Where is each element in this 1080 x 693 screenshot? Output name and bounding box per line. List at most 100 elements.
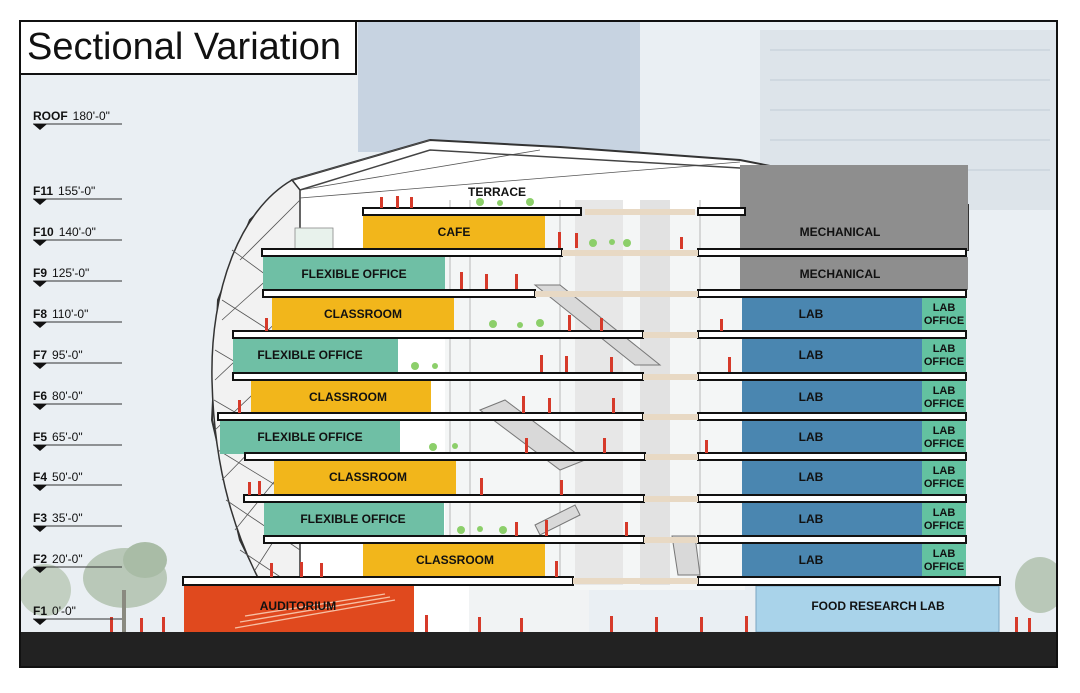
terrace-planter <box>294 227 334 251</box>
flex-office-f5-label: FLEXIBLE OFFICE <box>257 430 362 444</box>
level-label: F5 65'-0" <box>33 430 83 444</box>
level-code: F5 <box>33 430 47 444</box>
level-marker-triangle <box>33 281 47 287</box>
level-elevation: 0'-0" <box>52 604 76 618</box>
level-marker-triangle <box>33 404 47 410</box>
lab-f5-label: LAB <box>799 430 824 444</box>
lab-office-f2-room <box>922 544 966 576</box>
level-elevation: 140'-0" <box>59 225 96 239</box>
flex-office-f3-label: FLEXIBLE OFFICE <box>300 512 405 526</box>
slab-f11-left <box>362 207 582 216</box>
lab-office-line1: LAB <box>933 465 956 477</box>
level-marker-triangle <box>33 322 47 328</box>
slab-f11-right <box>697 207 746 216</box>
lab-office-line1: LAB <box>933 425 956 437</box>
level-code: F9 <box>33 266 47 280</box>
level-code: F8 <box>33 307 47 321</box>
lab-office-f5-room <box>922 421 966 454</box>
level-code: F11 <box>33 184 53 198</box>
lab-office-f4-room <box>922 461 966 494</box>
classroom-f6-label: CLASSROOM <box>309 390 387 404</box>
level-marker-f4: F4 50'-0" <box>33 470 122 491</box>
level-marker-f8: F8 110'-0" <box>33 307 122 328</box>
atrium-bridges <box>535 209 698 584</box>
level-label: F8 110'-0" <box>33 307 88 321</box>
mechanical-f10-room <box>740 210 968 248</box>
level-elevation: 110'-0" <box>52 307 88 321</box>
level-elevation: 35'-0" <box>52 511 83 525</box>
level-marker-f11: F11 155'-0" <box>33 184 122 205</box>
classroom-f4-label: CLASSROOM <box>329 470 407 484</box>
flex-office-f9-label: FLEXIBLE OFFICE <box>301 267 406 281</box>
level-elevation: 180'-0" <box>73 109 110 123</box>
lab-f6-room <box>742 381 922 414</box>
level-marker-triangle <box>33 485 47 491</box>
tree-left-small <box>21 564 71 616</box>
level-label: F4 50'-0" <box>33 470 83 484</box>
level-marker-triangle <box>33 567 47 573</box>
lab-office-f6-room <box>922 381 966 414</box>
classroom-f2-room <box>363 544 545 576</box>
level-marker-f3: F3 35'-0" <box>33 511 122 532</box>
lab-f4-room <box>742 461 922 494</box>
lab-office-line2: OFFICE <box>924 561 964 573</box>
level-code: F3 <box>33 511 47 525</box>
level-elevation: 80'-0" <box>52 389 83 403</box>
ground <box>21 632 1056 666</box>
level-code: F2 <box>33 552 47 566</box>
level-elevation: 65'-0" <box>52 430 83 444</box>
lab-office-line1: LAB <box>933 507 956 519</box>
level-label: F3 35'-0" <box>33 511 83 525</box>
level-marker-triangle <box>33 445 47 451</box>
level-elevation: 155'-0" <box>58 184 95 198</box>
level-marker-triangle <box>33 526 47 532</box>
lab-f2-room <box>742 544 922 576</box>
level-code: F4 <box>33 470 47 484</box>
terrace-label: TERRACE <box>468 185 526 199</box>
flex-office-f9-room <box>263 257 445 290</box>
classroom-f8-room <box>272 298 454 331</box>
auditorium-label: AUDITORIUM <box>260 599 336 613</box>
mechanical-f9-room <box>740 257 968 290</box>
page-title: Sectional Variation <box>19 20 358 75</box>
level-marker-triangle <box>33 240 47 246</box>
level-elevation: 50'-0" <box>52 470 83 484</box>
flex-office-f7-label: FLEXIBLE OFFICE <box>257 348 362 362</box>
level-marker-f5: F5 65'-0" <box>33 430 122 451</box>
lobby-left <box>414 586 469 632</box>
flex-office-f5-room <box>220 421 400 454</box>
core-column-right <box>640 200 670 585</box>
lab-f8-room <box>742 298 922 331</box>
lab-f6-label: LAB <box>799 390 824 404</box>
lab-office-line1: LAB <box>933 385 956 397</box>
lab-f2-label: LAB <box>799 553 824 567</box>
lab-office-line1: LAB <box>933 548 956 560</box>
people-figures <box>110 196 1031 632</box>
mechanical-f9-label: MECHANICAL <box>800 267 881 281</box>
lab-f3-room <box>742 503 922 536</box>
level-code: ROOF <box>33 109 68 123</box>
classroom-f2-label: CLASSROOM <box>416 553 494 567</box>
lab-office-line2: OFFICE <box>924 520 964 532</box>
lab-office-line2: OFFICE <box>924 356 964 368</box>
level-code: F7 <box>33 348 47 362</box>
lab-office-f3-room <box>922 503 966 536</box>
lab-f7-label: LAB <box>799 348 824 362</box>
cafe-label: CAFE <box>438 225 471 239</box>
